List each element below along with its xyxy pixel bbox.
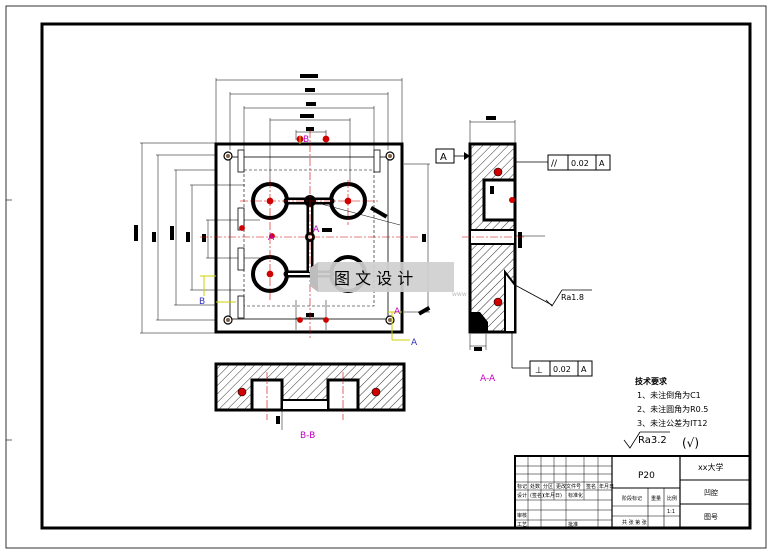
svg-text:0.02: 0.02 <box>571 159 589 168</box>
plate-outline <box>214 142 404 334</box>
svg-text:共 张 第 张: 共 张 第 张 <box>622 519 647 526</box>
cut-label-a1: A <box>268 233 275 243</box>
svg-text:Ra3.2: Ra3.2 <box>638 435 667 446</box>
svg-text:0.02: 0.02 <box>553 365 571 374</box>
cut-label-b1: B <box>199 297 205 307</box>
cut-label-b2: B <box>303 135 309 145</box>
svg-text:更改文件号: 更改文件号 <box>556 483 581 490</box>
cut-label-a3: A <box>411 338 418 348</box>
svg-text:设计: 设计 <box>517 492 527 499</box>
svg-text:年月日: 年月日 <box>599 483 614 490</box>
drawing-number: P20 <box>638 471 655 481</box>
title-block <box>514 455 751 529</box>
section-b-b-label: B-B <box>300 431 315 441</box>
title-block-text: 标记 处数 分区 更改文件号 签名 年月日 设计 (签名) (年月日) 标准化 … <box>517 462 723 528</box>
technical-notes: 技术要求 1、未注倒角为C1 2、未注圆角为R0.5 3、未注公差为IT12 R… <box>623 376 708 450</box>
top-view: B B A A A A <box>134 74 431 348</box>
svg-text:1、未注倒角为C1: 1、未注倒角为C1 <box>637 390 701 400</box>
drawing-code: 图号 <box>704 513 718 521</box>
svg-text:处数: 处数 <box>530 483 540 490</box>
svg-text:www: www <box>452 291 467 298</box>
svg-text:批准: 批准 <box>568 521 578 528</box>
inner-frame <box>40 22 752 530</box>
svg-text:(签名): (签名) <box>530 492 544 499</box>
svg-text:分区: 分区 <box>543 483 553 490</box>
svg-text:A: A <box>599 159 605 168</box>
svg-text:审核: 审核 <box>517 512 527 519</box>
roughness-symbol-side: Ra1.8 <box>514 284 592 307</box>
part-name: 凹腔 <box>704 488 718 497</box>
cut-label-a2: A <box>394 307 401 317</box>
svg-text://: // <box>551 159 558 169</box>
section-b-b-view: B-B <box>214 362 406 441</box>
svg-text:技术要求: 技术要求 <box>635 376 668 386</box>
svg-text:3、未注公差为IT12: 3、未注公差为IT12 <box>637 418 708 428</box>
perpendicularity-tolerance-frame: ⊥ 0.02 A <box>511 332 593 377</box>
datum-a-label: A <box>440 152 447 163</box>
svg-text:工艺: 工艺 <box>517 522 527 528</box>
section-a-a-view: A // 0.02 A ⊥ 0.02 A Ra <box>435 116 611 384</box>
watermark: 图 文 设 计 www <box>310 262 467 298</box>
svg-text:Ra1.8: Ra1.8 <box>561 293 584 302</box>
svg-text:⊥: ⊥ <box>535 366 543 376</box>
svg-text:2、未注圆角为R0.5: 2、未注圆角为R0.5 <box>637 404 708 414</box>
svg-text:比例: 比例 <box>667 495 677 502</box>
svg-text:图 文 设 计: 图 文 设 计 <box>334 269 413 288</box>
svg-text:(√): (√) <box>682 436 699 450</box>
cut-label-a4: A <box>313 225 320 235</box>
svg-text:标记: 标记 <box>517 483 527 490</box>
svg-text:(年月日): (年月日) <box>543 492 562 499</box>
section-a-a-label: A-A <box>480 374 496 384</box>
svg-text:A: A <box>581 365 587 374</box>
svg-text:标准化: 标准化 <box>568 492 583 499</box>
school-name: xx大学 <box>698 462 723 472</box>
svg-text:阶段标记: 阶段标记 <box>622 495 642 502</box>
svg-text:签名: 签名 <box>586 483 596 490</box>
svg-text:重量: 重量 <box>651 495 661 502</box>
parallelism-tolerance-frame: // 0.02 A <box>515 154 611 171</box>
svg-text:1:1: 1:1 <box>667 509 675 515</box>
outer-border <box>5 5 767 549</box>
